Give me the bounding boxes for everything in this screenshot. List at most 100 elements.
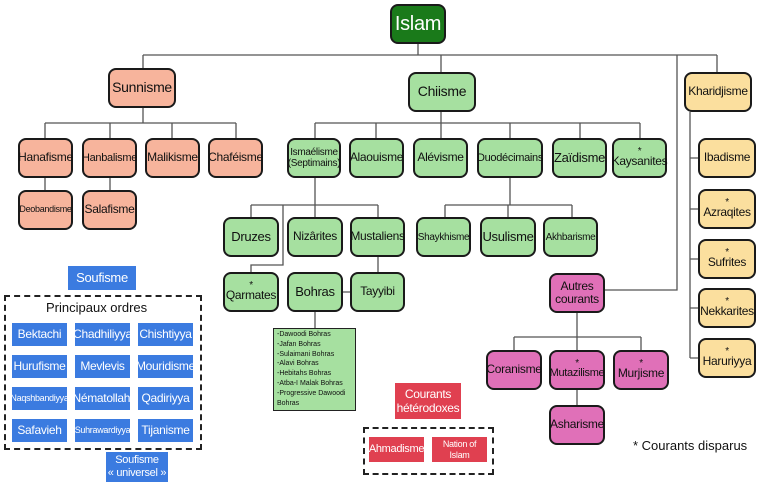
nekkarites-node: *Nekkarites (698, 288, 756, 328)
node-label: Nekkarites (700, 303, 754, 318)
node-label: Akhbarisme (545, 231, 596, 243)
hanafisme-node: Hanafisme (18, 138, 73, 178)
chiisme-node: Chiisme (408, 72, 476, 112)
chafeisme-node: Chaféisme (208, 138, 263, 178)
alevisme-node: Alévisme (413, 138, 468, 178)
bohras-list-item: -Dawoodi Bohras (277, 331, 331, 338)
node-label: Duodécimains (476, 151, 544, 164)
mutazilisme-node: *Mutazilisme (549, 350, 605, 390)
sufrites-node: *Sufrites (698, 239, 756, 279)
order-qadiriyya: Qadiriyya (138, 387, 193, 410)
heterodoxes-node: Courants hétérodoxes (395, 383, 461, 419)
akhbarisme-node: Akhbarisme (543, 217, 598, 257)
qarmates-node: *Qarmates (223, 272, 279, 312)
node-label: Bohras (295, 283, 335, 299)
node-label: Mutazilisme (549, 367, 605, 380)
ibadisme-node: Ibadisme (698, 138, 756, 178)
azraqites-node: *Azraqites (698, 189, 756, 229)
node-label: Ismaélisme (Septimains) (287, 147, 341, 169)
order-suhrawardiyya: Suhrawardiyya (75, 419, 131, 442)
node-label: Deobandisme (19, 204, 72, 215)
node-label: Ibadisme (703, 150, 751, 165)
islam-node: Islam (390, 4, 446, 44)
node-label: Zaïdisme (553, 149, 606, 165)
usulisme-node: Usulisme (480, 217, 536, 257)
order-naqshbandiyya: Naqshbandiyya (10, 387, 69, 410)
node-label: Alévisme (417, 150, 464, 165)
order-bektachi: Bektachi (12, 323, 67, 346)
node-label: Kharidjisme (688, 84, 748, 99)
node-label: Druzes (231, 228, 271, 244)
extinct-marker: * (725, 295, 729, 307)
orders-group-title: Principaux ordres (46, 300, 148, 315)
mustaliens-node: Mustaliens (350, 217, 405, 257)
node-label: Autres courants (555, 278, 599, 306)
nation-of-islam-node: Nation of Islam (432, 437, 487, 462)
heterodoxes-group (363, 427, 494, 475)
bohras-list-item: -Hebitahs Bohras (277, 370, 332, 378)
extinct-marker: * (637, 145, 642, 157)
extinct-marker: * (639, 357, 643, 369)
node-label: Haruriyya (702, 353, 752, 368)
order-mouridisme: Mouridisme (136, 355, 195, 378)
node-label: Salafisme (84, 202, 135, 217)
order-chadhiliyya: Chadhiliyya (73, 323, 132, 346)
bohras-list-item: -Alavi Bohras (277, 360, 319, 368)
shaykhisme-node: Shaykhisme (416, 217, 471, 257)
node-label: Coranisme (486, 362, 542, 377)
order-tijanisme: Tijanisme (138, 419, 193, 442)
duodecimains-node: Duodécimains (477, 138, 543, 178)
extinct-marker: * (725, 196, 729, 208)
kharidjisme-node: Kharidjisme (684, 72, 752, 112)
bohras-node: Bohras (287, 272, 343, 312)
node-label: Mustaliens (350, 229, 405, 244)
haruriyya-node: *Haruriyya (698, 338, 756, 378)
node-label: Sunnisme (112, 79, 172, 96)
node-label: Chiisme (417, 83, 467, 100)
node-label: Qarmates (225, 287, 277, 302)
druzes-node: Druzes (223, 217, 279, 257)
order-nematollahi: Nématollahi (72, 387, 133, 410)
soufisme-universel-node: Soufisme « universel » (106, 452, 168, 482)
kaysanites-node: *Kaysanites (612, 138, 668, 178)
soufisme-node: Soufisme (68, 266, 136, 290)
deobandisme-node: Deobandisme (18, 190, 73, 230)
nizarites-node: Nizârites (287, 217, 343, 257)
extinct-marker: * (725, 246, 729, 258)
extinct-marker: * (725, 345, 729, 357)
coranisme-node: Coranisme (486, 350, 542, 390)
node-label: Nizârites (293, 229, 337, 244)
order-mevlevis: Mevlevis (75, 355, 130, 378)
bohras-list-item: -Sulaimani Bohras (277, 350, 335, 358)
soufisme-orders-group (4, 295, 202, 450)
hanbalisme-node: Hanbalisme (82, 138, 137, 178)
node-label: Malikisme (147, 150, 198, 165)
node-label: Murjisme (617, 365, 665, 380)
node-label: Alaouisme (349, 150, 404, 165)
node-label: Azraqites (703, 204, 751, 219)
tayyibi-node: Tayyibi (350, 272, 405, 312)
bohras-list: -Dawoodi Bohras -Jafan Bohras -Sulaimani B… (273, 328, 356, 411)
bohras-list-item: -Progressive Dawoodi Bohras (277, 389, 346, 407)
node-label: Chaféisme (208, 150, 263, 165)
node-label: Usulisme (482, 228, 534, 244)
autres-node: Autres courants (549, 273, 605, 313)
node-label: Hanbalisme (81, 151, 138, 164)
node-label: Hanafisme (18, 150, 73, 165)
legend-extinct: * Courants disparus (633, 438, 748, 453)
bohras-list-item: -Atba-I Malak Bohras (277, 379, 343, 387)
bohras-list-item: -Jafan Bohras (277, 340, 321, 348)
node-label: Sufrites (707, 254, 747, 269)
alaouisme-node: Alaouisme (349, 138, 404, 178)
order-safavieh: Safavieh (12, 419, 67, 442)
ahmadisme-node: Ahmadisme (369, 437, 425, 462)
sunnisme-node: Sunnisme (108, 68, 176, 108)
node-label: Tayyibi (360, 284, 395, 299)
zaidisme-node: Zaïdisme (552, 138, 607, 178)
node-label: Shaykhisme (417, 231, 470, 243)
murjisme-node: *Murjisme (613, 350, 669, 390)
order-hurufisme: Hurufisme (12, 355, 67, 378)
salafisme-node: Salafisme (82, 190, 137, 230)
